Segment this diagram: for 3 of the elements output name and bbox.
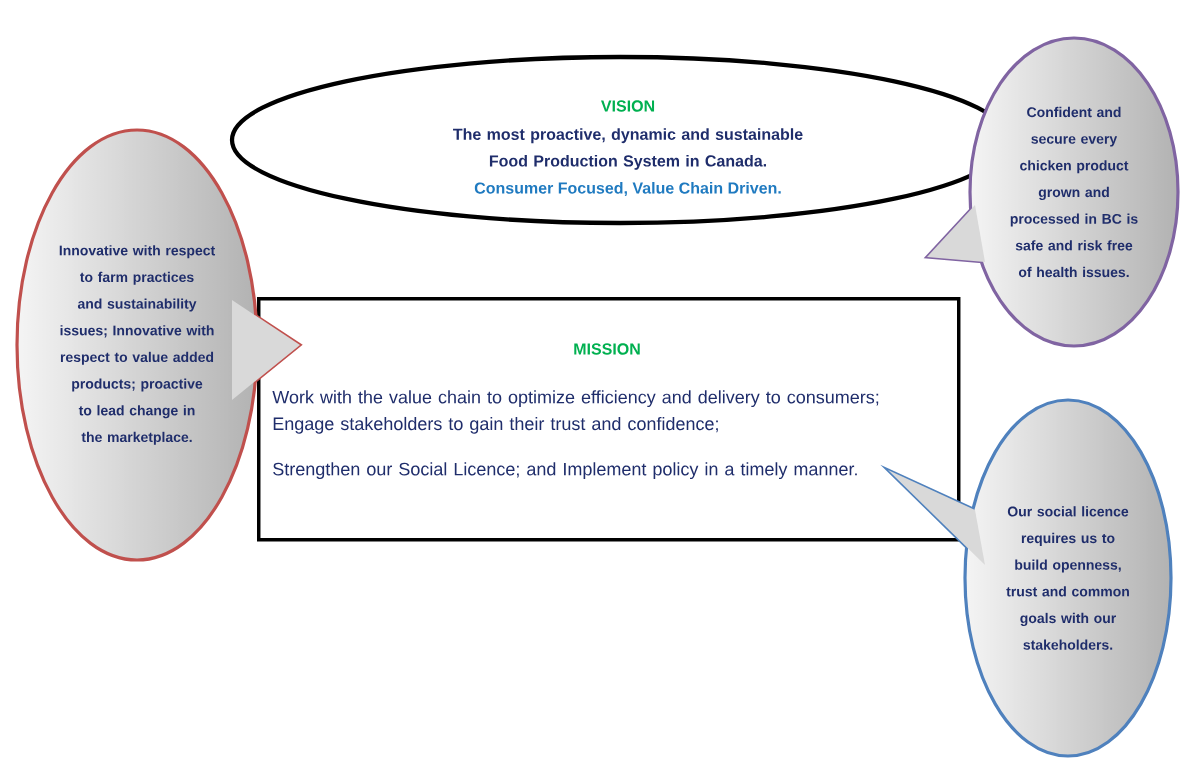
speech-bubble: Confident and secure every chicken product grown and processed in BC is safe and risk free of health issues.	[923, 36, 1180, 348]
mission-box: MISSION Work with the value chain to optimize efficiency and delivery to consumers; Engage stakeholders to gain their trust and confidence; Strengthen our Social Licence; and Implement policy in a timely manner.	[257, 297, 961, 542]
speech-bubble: Our social licence requires us to build openness, trust and common goals with our stakeholders.	[880, 398, 1173, 758]
